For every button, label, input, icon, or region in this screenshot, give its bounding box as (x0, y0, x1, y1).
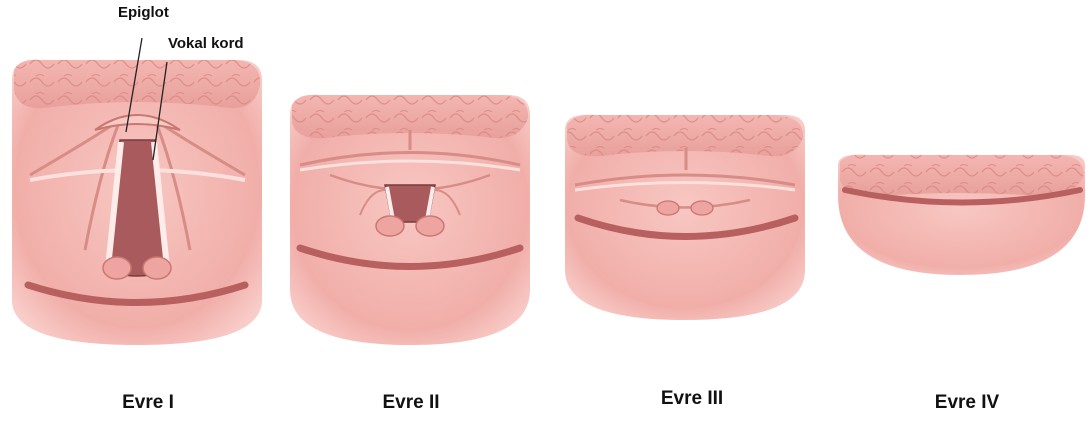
stage-1-label: Evre I (122, 392, 174, 414)
stage-2-label: Evre II (382, 392, 439, 414)
stage-4-illustration (838, 155, 1085, 275)
stage-3-illustration (565, 115, 805, 320)
stage-4-label: Evre IV (935, 392, 999, 414)
stage-1-illustration (12, 60, 262, 345)
epiglottis-callout-label: Epiglot (118, 4, 169, 21)
vocal-cord-callout-label: Vokal kord (168, 35, 244, 52)
stage-3-label: Evre III (661, 388, 723, 410)
stage-2-illustration (290, 95, 530, 345)
